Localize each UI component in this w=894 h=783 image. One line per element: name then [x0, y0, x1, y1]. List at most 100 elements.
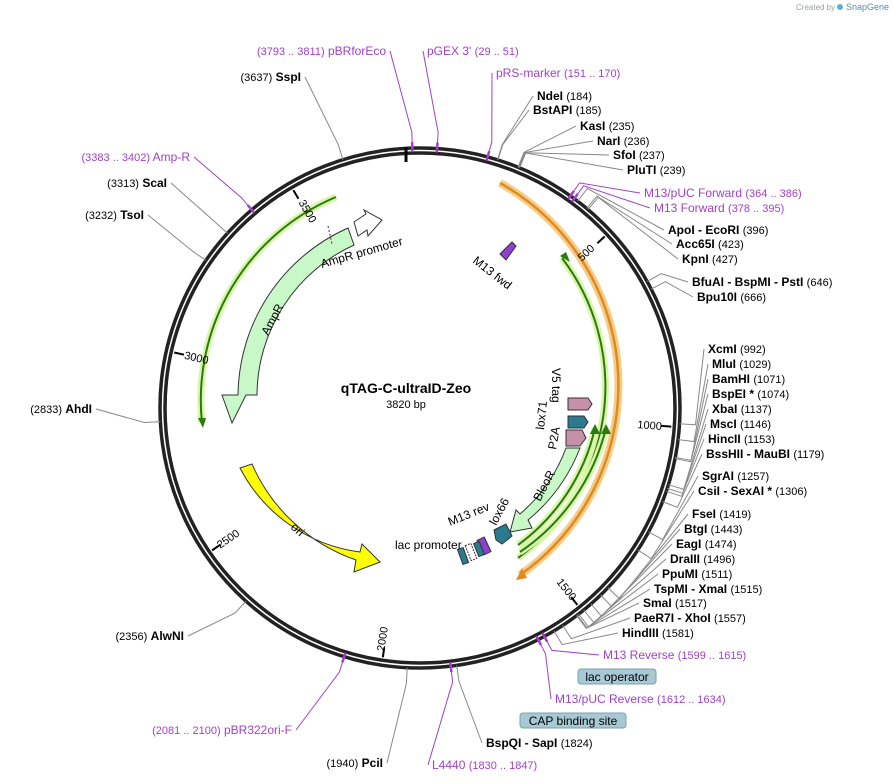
site-coordinate: (1511)	[701, 569, 732, 581]
site-coordinate: (1599 .. 1615)	[678, 650, 747, 662]
enzyme-label-tspmi-xmai[interactable]: TspMI - XmaI (1515)	[654, 582, 762, 596]
primer-label-m13-forward[interactable]: M13 Forward (378 .. 395)	[654, 201, 784, 215]
cap-site-box[interactable]	[456, 546, 470, 566]
enzyme-label-kasi[interactable]: KasI (235)	[580, 119, 634, 133]
primer-label-m13-reverse[interactable]: M13 Reverse (1599 .. 1615)	[603, 648, 746, 662]
leader-tsoi	[147, 214, 207, 261]
ampr-promoter-arrow[interactable]	[353, 208, 383, 238]
lac-operator-box[interactable]	[472, 540, 486, 558]
enzyme-label-fsei[interactable]: FseI (1419)	[692, 507, 751, 521]
site-coordinate: (646)	[807, 277, 833, 289]
enzyme-label-bspqi-sapi[interactable]: BspQI - SapI (1824)	[486, 736, 592, 750]
enzyme-label-msci[interactable]: MscI (1146)	[710, 417, 771, 431]
site-coordinate: (1612 .. 1634)	[657, 694, 726, 706]
leader-apoi-ecori	[577, 187, 665, 231]
enzyme-label-ppumi[interactable]: PpuMI (1511)	[662, 567, 732, 581]
enzyme-label-sfoi[interactable]: SfoI (237)	[613, 148, 665, 162]
ori-feature-arrow[interactable]	[239, 463, 381, 573]
enzyme-label-xcmi[interactable]: XcmI (992)	[708, 342, 766, 356]
enzyme-label-apoi-ecori[interactable]: ApoI - EcoRI (396)	[668, 223, 768, 237]
site-coordinate: (1306)	[775, 486, 807, 498]
lox66-arrow[interactable]	[493, 523, 513, 545]
primer-label-pbr322ori-f[interactable]: (2081 .. 2100) pBR322ori-F	[152, 723, 292, 737]
plasmid-name: qTAG-C-ultraID-Zeo	[341, 380, 471, 396]
enzyme-label-hincii[interactable]: HincII (1153)	[708, 432, 775, 446]
site-coordinate: (1029)	[739, 359, 771, 371]
site-coordinate: (1517)	[675, 598, 707, 610]
site-name: NarI	[597, 134, 620, 148]
credit-text: Created by	[796, 3, 835, 12]
enzyme-label-pluti[interactable]: PluTI (239)	[627, 163, 685, 177]
enzyme-label-sspi[interactable]: (3637) SspI	[241, 70, 301, 84]
tick-3500	[292, 189, 300, 200]
tick-label-2000: 2000	[375, 626, 390, 652]
site-coordinate: (3793 .. 3811)	[257, 46, 325, 58]
enzyme-label-alwni[interactable]: (2356) AlwNI	[116, 629, 184, 643]
site-coordinate: (151 .. 170)	[564, 68, 620, 80]
primer-label-pbrforeco[interactable]: (3793 .. 3811) pBRforEco	[257, 44, 386, 58]
enzyme-label-smai[interactable]: SmaI (1517)	[643, 596, 707, 610]
enzyme-label-bfuai-bspmi-psti[interactable]: BfuAI - BspMI - PstI (646)	[692, 275, 832, 289]
leader-mlui	[678, 363, 709, 443]
site-name: SfoI	[613, 148, 636, 162]
enzyme-label-pcii[interactable]: (1940) PciI	[327, 756, 384, 770]
enzyme-label-bsshii-maubi[interactable]: BssHII - MauBI (1179)	[706, 447, 824, 461]
enzyme-label-draiii[interactable]: DraIII (1496)	[670, 552, 735, 566]
enzyme-label-sgrai[interactable]: SgrAI (1257)	[702, 469, 769, 483]
primer-label-pgex-3[interactable]: pGEX 3' (29 .. 51)	[427, 44, 519, 58]
enzyme-label-bspei[interactable]: BspEI * (1074)	[712, 387, 789, 401]
leader-acc65i	[586, 195, 673, 245]
label-p2a: P2A	[545, 426, 563, 451]
ampr-feature-arrow[interactable]	[221, 227, 355, 425]
v5-tag-arrow[interactable]	[567, 397, 593, 411]
site-coordinate: (1581)	[662, 628, 694, 640]
m13-fwd-primer-arrow[interactable]	[499, 241, 517, 261]
site-name: pBRforEco	[328, 44, 386, 58]
site-coordinate: (2081 .. 2100)	[152, 725, 221, 737]
enzyme-label-eagi[interactable]: EagI (1474)	[676, 537, 736, 551]
primer-label-l4440[interactable]: L4440 (1830 .. 1847)	[432, 758, 537, 772]
enzyme-label-ndei[interactable]: NdeI (184)	[537, 89, 592, 103]
tick-500	[596, 235, 606, 245]
primer-label-prs-marker[interactable]: pRS-marker (151 .. 170)	[496, 66, 620, 80]
enzyme-label-xbai[interactable]: XbaI (1137)	[712, 402, 772, 416]
leader-pcii	[386, 667, 408, 764]
enzyme-label-bamhi[interactable]: BamHI (1071)	[712, 372, 785, 386]
primer-label-m13-puc-reverse[interactable]: M13/pUC Reverse (1612 .. 1634)	[555, 692, 726, 706]
primer-label-m13-puc-forward[interactable]: M13/pUC Forward (364 .. 386)	[644, 186, 802, 200]
enzyme-label-tsoi[interactable]: (3232) TsoI	[85, 208, 144, 222]
site-coordinate: (666)	[740, 292, 766, 304]
enzyme-label-hindiii[interactable]: HindIII (1581)	[622, 626, 694, 640]
tick-1000	[661, 424, 672, 428]
enzyme-label-ahdi[interactable]: (2833) AhdI	[30, 402, 92, 416]
site-coordinate: (2356)	[116, 631, 148, 643]
enzyme-label-bstapi[interactable]: BstAPI (185)	[533, 103, 601, 117]
leader-lines	[95, 50, 709, 766]
enzyme-label-btgi[interactable]: BtgI (1443)	[684, 522, 742, 536]
primer-label-amp-r[interactable]: (3383 .. 3402) Amp-R	[81, 150, 190, 164]
p2a-arrow[interactable]	[565, 429, 587, 447]
leader-smai	[576, 602, 640, 629]
site-coordinate: (1496)	[703, 554, 735, 566]
site-name: Amp-R	[153, 150, 191, 164]
leader-m13-forward	[573, 185, 651, 209]
enzyme-label-bpu10i[interactable]: Bpu10I (666)	[697, 290, 766, 304]
enzyme-label-kpni[interactable]: KpnI (427)	[682, 252, 738, 266]
site-name: TspMI - XmaI	[654, 582, 727, 596]
enzyme-label-mlui[interactable]: MluI (1029)	[712, 357, 771, 371]
enzyme-label-nari[interactable]: NarI (236)	[597, 134, 649, 148]
enzyme-label-scai[interactable]: (3313) ScaI	[107, 176, 167, 190]
lac-promoter-box[interactable]	[464, 542, 478, 562]
enzyme-label-csii-sexai[interactable]: CsiI - SexAI * (1306)	[698, 484, 807, 498]
snapgene-logo-text: SnapGene	[846, 2, 889, 12]
site-name: M13/pUC Reverse	[555, 692, 654, 706]
leader-pbrforeco	[389, 50, 413, 149]
leader-m13-puc-reverse	[537, 639, 552, 700]
backbone-inner	[163, 151, 677, 665]
lox71-arrow[interactable]	[567, 415, 589, 429]
enzyme-label-paer7i-xhoi[interactable]: PaeR7I - XhoI (1557)	[634, 611, 746, 625]
site-name: SmaI	[643, 596, 672, 610]
enzyme-label-acc65i[interactable]: Acc65I (423)	[676, 237, 744, 251]
tick-1500	[570, 596, 579, 606]
site-coordinate: (1830 .. 1847)	[469, 760, 538, 772]
